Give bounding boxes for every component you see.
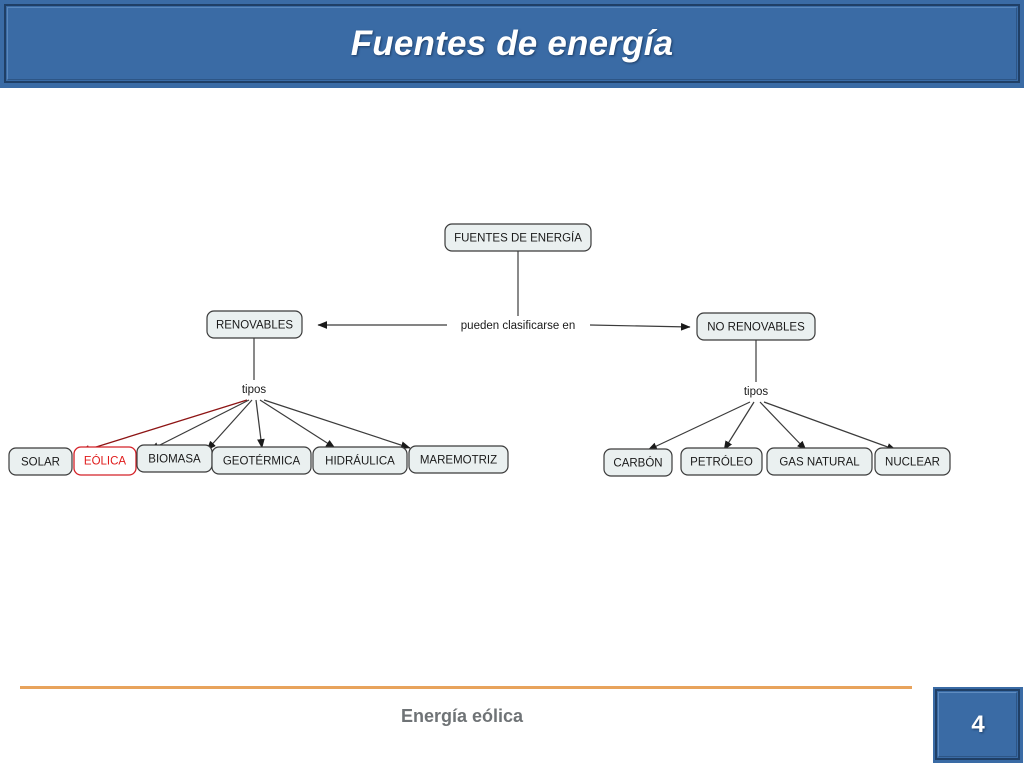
node-solar[interactable]: SOLAR — [8, 447, 73, 476]
banner-bevel-outer — [4, 4, 1020, 83]
edge-classify-to-no-renovables — [589, 322, 691, 331]
node-solar-label: SOLAR — [21, 457, 60, 469]
node-renovables-label: RENOVABLES — [216, 320, 293, 332]
node-biomasa[interactable]: BIOMASA — [136, 444, 213, 473]
node-hidraulica[interactable]: HIDRÁULICA — [312, 446, 408, 475]
node-biomasa-label: BIOMASA — [148, 454, 201, 466]
node-geotermica-label: GEOTÉRMICA — [223, 455, 301, 468]
node-no-renovables-label: NO RENOVABLES — [707, 322, 805, 334]
banner-bevel-inner — [7, 7, 1017, 80]
node-petroleo[interactable]: PETRÓLEO — [680, 447, 763, 476]
node-carbon[interactable]: CARBÓN — [603, 448, 673, 477]
node-geotermica[interactable]: GEOTÉRMICA — [211, 446, 312, 475]
page-title: Fuentes de energía — [350, 24, 674, 63]
node-no-renovables[interactable]: NO RENOVABLES — [696, 312, 816, 341]
link-label-tipos-left-text: tipos — [242, 384, 267, 396]
link-label-classify-text: pueden clasificarse en — [461, 320, 575, 332]
link-label-classify: pueden clasificarse en — [450, 316, 586, 334]
slide-number-bevel-outer — [935, 689, 1020, 760]
edge-fan-nonrenewable — [647, 401, 897, 451]
node-fuentes-de-energia[interactable]: FUENTES DE ENERGÍA — [444, 223, 592, 252]
node-eolica-label: EÓLICA — [84, 455, 127, 468]
slide-title-banner: Fuentes de energía — [0, 0, 1024, 88]
node-fuentes-de-energia-label: FUENTES DE ENERGÍA — [454, 232, 582, 245]
footer-subtitle: Energía eólica — [400, 706, 524, 726]
node-nuclear-label: NUCLEAR — [885, 457, 940, 469]
link-label-tipos-left: tipos — [232, 380, 276, 398]
node-maremotriz-label: MAREMOTRIZ — [420, 455, 497, 467]
edge-fan-renewable — [79, 399, 411, 454]
node-gas-natural[interactable]: GAS NATURAL — [766, 447, 873, 476]
node-maremotriz[interactable]: MAREMOTRIZ — [408, 445, 509, 474]
link-label-tipos-right-text: tipos — [744, 386, 769, 398]
node-renovables[interactable]: RENOVABLES — [206, 310, 303, 339]
node-petroleo-label: PETRÓLEO — [690, 456, 753, 469]
node-nuclear[interactable]: NUCLEAR — [874, 447, 951, 476]
node-hidraulica-label: HIDRÁULICA — [325, 455, 395, 468]
slide-number-bevel-inner — [938, 692, 1017, 757]
node-eolica[interactable]: EÓLICA — [73, 446, 137, 476]
footer-divider — [20, 686, 912, 689]
node-gas-natural-label: GAS NATURAL — [779, 457, 860, 469]
link-label-tipos-right: tipos — [734, 382, 778, 400]
slide-number-value: 4 — [971, 711, 985, 738]
slide-number-badge: 4 — [933, 687, 1023, 763]
node-carbon-label: CARBÓN — [613, 457, 662, 470]
concept-map: pueden clasificarse en tipos tipos FUENT… — [0, 88, 1024, 668]
